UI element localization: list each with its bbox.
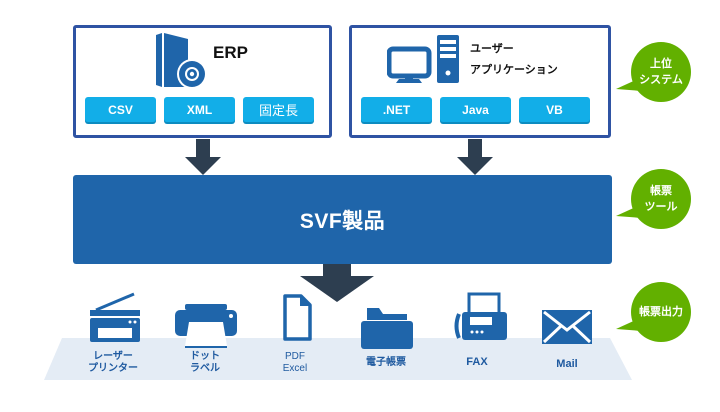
bubble-form-tool: 帳票ツール	[616, 168, 692, 230]
output-label: FAX	[466, 356, 488, 368]
laser-printer-icon	[90, 292, 140, 342]
format-button-xml[interactable]: XML	[164, 97, 235, 122]
output-label: ラベル	[190, 363, 220, 374]
down-arrow-erp	[185, 139, 221, 175]
dot-printer-icon	[175, 304, 237, 348]
software-package-icon	[156, 33, 207, 89]
desktop-computer-icon	[387, 35, 459, 83]
output-label: レーザー	[93, 351, 133, 362]
svf-product-box: SVF製品	[73, 175, 612, 264]
user-app-title-line1: ユーザー	[470, 43, 514, 55]
user-app-title-line2: アプリケーション	[470, 64, 558, 76]
format-button-java[interactable]: Java	[440, 97, 511, 122]
output-label: Excel	[282, 363, 308, 374]
format-button-fixed-length[interactable]: 固定長	[243, 97, 314, 122]
output-label: ドット	[190, 351, 220, 362]
folder-icon	[361, 308, 413, 349]
down-arrow-user-app	[457, 139, 493, 175]
document-icon	[283, 294, 312, 341]
output-label: PDF	[285, 351, 305, 362]
output-label: Mail	[556, 358, 578, 370]
speech-bubble-shape	[616, 169, 691, 229]
svf-product-label: SVF製品	[299, 209, 386, 233]
erp-title: ERP	[213, 43, 248, 62]
speech-bubble-shape	[616, 42, 691, 102]
output-label: 電子帳票	[366, 357, 406, 368]
bubble-line1: 帳票	[650, 185, 672, 197]
speech-bubble-shape	[616, 282, 691, 342]
user-application-box: ユーザー アプリケーション .NET Java VB	[349, 25, 611, 138]
bubble-line2: ツール	[644, 201, 678, 213]
format-button-csv[interactable]: CSV	[85, 97, 156, 122]
bubble-label: 上位システム	[630, 41, 692, 103]
bubble-line1: 上位	[649, 58, 672, 70]
erp-system-box: ERP CSV XML 固定長	[73, 25, 332, 138]
format-button-dotnet[interactable]: .NET	[361, 97, 432, 122]
mail-icon	[542, 310, 592, 344]
bubble-line2: システム	[639, 74, 683, 86]
bubble-form-output: 帳票出力	[616, 281, 692, 343]
bubble-upper-system: 上位システム	[616, 41, 692, 103]
down-arrow-output	[300, 264, 374, 302]
bubble-line1: 帳票出力	[639, 306, 683, 318]
fax-icon	[454, 292, 507, 340]
format-button-vb[interactable]: VB	[519, 97, 590, 122]
bubble-label: 帳票ツール	[630, 168, 692, 230]
output-label: プリンター	[88, 363, 138, 374]
bubble-label: 帳票出力	[630, 281, 692, 343]
